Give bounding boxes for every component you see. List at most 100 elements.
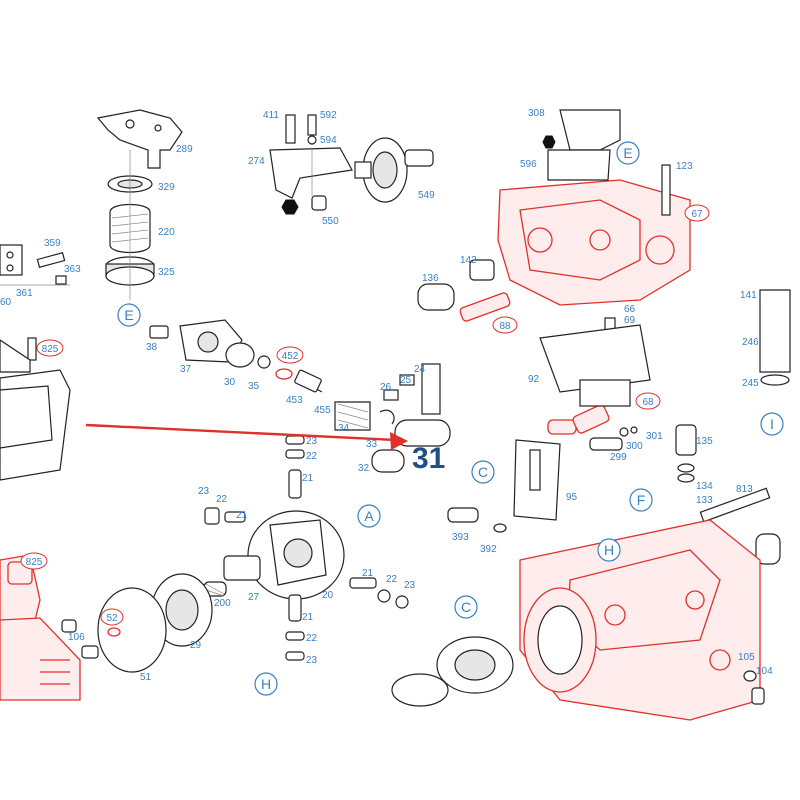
svg-text:88: 88 bbox=[499, 321, 511, 332]
part-label: 21 bbox=[362, 568, 374, 579]
part-label: 21 bbox=[302, 612, 314, 623]
part-label-circled: 52 bbox=[100, 608, 124, 626]
svg-text:H: H bbox=[604, 542, 614, 558]
part-label: 32 bbox=[358, 463, 370, 474]
part-label: 22 bbox=[386, 574, 398, 585]
part-label: 22 bbox=[306, 633, 318, 644]
part-label: 51 bbox=[140, 672, 152, 683]
letter-circle-a: A bbox=[357, 504, 381, 528]
part-label: 29 bbox=[190, 640, 202, 651]
part-label: 25 bbox=[400, 375, 412, 386]
section-letters: E E A C C F H H bbox=[117, 141, 784, 696]
stop-solenoid-bracket bbox=[269, 114, 434, 215]
part-label: 361 bbox=[16, 288, 33, 299]
part-label: 92 bbox=[528, 374, 540, 385]
part-label: 37 bbox=[180, 364, 192, 375]
part-label: 301 bbox=[646, 431, 663, 442]
cam-plate-assembly bbox=[203, 435, 409, 661]
letter-circle-h-right: H bbox=[597, 538, 621, 562]
part-label: 329 bbox=[158, 182, 175, 193]
part-label: 23 bbox=[404, 580, 416, 591]
part-label: 300 bbox=[626, 441, 643, 452]
governor-lever-assembly bbox=[96, 109, 183, 300]
part-label: 363 bbox=[64, 264, 81, 275]
part-label-circled: 825 bbox=[20, 552, 48, 570]
part-label: 21 bbox=[302, 473, 314, 484]
part-label: 549 bbox=[418, 190, 435, 201]
part-label: 289 bbox=[176, 144, 193, 155]
letter-circle-e-left: E bbox=[117, 303, 141, 327]
part-label: 104 bbox=[756, 666, 773, 677]
part-labels: 289 329 220 325 411 592 594 274 550 549 … bbox=[0, 108, 773, 683]
svg-text:E: E bbox=[623, 145, 632, 161]
part-label: 142 bbox=[460, 255, 477, 266]
part-label: 21 bbox=[236, 510, 248, 521]
part-label: 200 bbox=[214, 598, 231, 609]
part-label: 123 bbox=[676, 161, 693, 172]
part-label: 22 bbox=[216, 494, 228, 505]
part-label: 550 bbox=[322, 216, 339, 227]
letter-circle-c-lower: C bbox=[454, 595, 478, 619]
part-label-circled: 452 bbox=[276, 346, 304, 364]
part-label: 23 bbox=[306, 655, 318, 666]
part-label: 106 bbox=[68, 632, 85, 643]
part-label: 246 bbox=[742, 337, 759, 348]
part-label: 596 bbox=[520, 159, 537, 170]
pump-head-highlighted bbox=[417, 109, 691, 322]
part-label: 308 bbox=[528, 108, 545, 119]
part-label: 325 bbox=[158, 267, 175, 278]
svg-text:E: E bbox=[124, 307, 133, 323]
inlet-assembly bbox=[149, 319, 451, 473]
part-label: 592 bbox=[320, 110, 337, 121]
letter-circle-i: I bbox=[760, 412, 784, 436]
svg-text:F: F bbox=[637, 492, 646, 508]
pump-housing-highlighted bbox=[391, 507, 765, 721]
part-label: 453 bbox=[286, 395, 303, 406]
letter-circle-c-upper: C bbox=[471, 460, 495, 484]
part-label: 38 bbox=[146, 342, 158, 353]
svg-text:452: 452 bbox=[282, 351, 299, 362]
part-label: 135 bbox=[696, 436, 713, 447]
svg-text:H: H bbox=[261, 676, 271, 692]
svg-text:C: C bbox=[461, 599, 471, 615]
part-label: 30 bbox=[224, 377, 236, 388]
lower-left-parts bbox=[0, 554, 213, 701]
part-label: 69 bbox=[624, 315, 636, 326]
part-label: 60 bbox=[0, 297, 12, 308]
part-label: 813 bbox=[736, 484, 753, 495]
part-label: 33 bbox=[366, 439, 378, 450]
part-label-circled: 825 bbox=[36, 339, 64, 357]
svg-text:C: C bbox=[478, 464, 488, 480]
letter-circle-f: F bbox=[629, 488, 653, 512]
part-label: 105 bbox=[738, 652, 755, 663]
part-label: 359 bbox=[44, 238, 61, 249]
left-housing-fragment bbox=[0, 337, 71, 481]
part-label: 133 bbox=[696, 495, 713, 506]
part-label: 274 bbox=[248, 156, 265, 167]
part-label: 455 bbox=[314, 405, 331, 416]
part-label: 34 bbox=[338, 423, 350, 434]
svg-text:A: A bbox=[364, 508, 374, 524]
part-label: 66 bbox=[624, 304, 636, 315]
part-label: 22 bbox=[306, 451, 318, 462]
letter-circle-h-bottom: H bbox=[254, 672, 278, 696]
part-label: 299 bbox=[610, 452, 627, 463]
part-label: 245 bbox=[742, 378, 759, 389]
left-bolt-group bbox=[0, 244, 70, 286]
right-valve-group bbox=[513, 289, 791, 565]
svg-text:825: 825 bbox=[42, 344, 59, 355]
part-label-circled: 68 bbox=[635, 392, 661, 410]
part-label: 35 bbox=[248, 381, 260, 392]
part-label: 23 bbox=[198, 486, 210, 497]
part-label-circled: 67 bbox=[684, 204, 710, 222]
part-label: 24 bbox=[414, 364, 426, 375]
part-label: 20 bbox=[322, 590, 334, 601]
part-label: 27 bbox=[248, 592, 260, 603]
part-label: 392 bbox=[480, 544, 497, 555]
part-label-circled: 88 bbox=[492, 316, 518, 334]
pointer-arrow bbox=[85, 423, 408, 450]
part-label: 393 bbox=[452, 532, 469, 543]
svg-text:I: I bbox=[770, 416, 774, 432]
part-label: 95 bbox=[566, 492, 578, 503]
